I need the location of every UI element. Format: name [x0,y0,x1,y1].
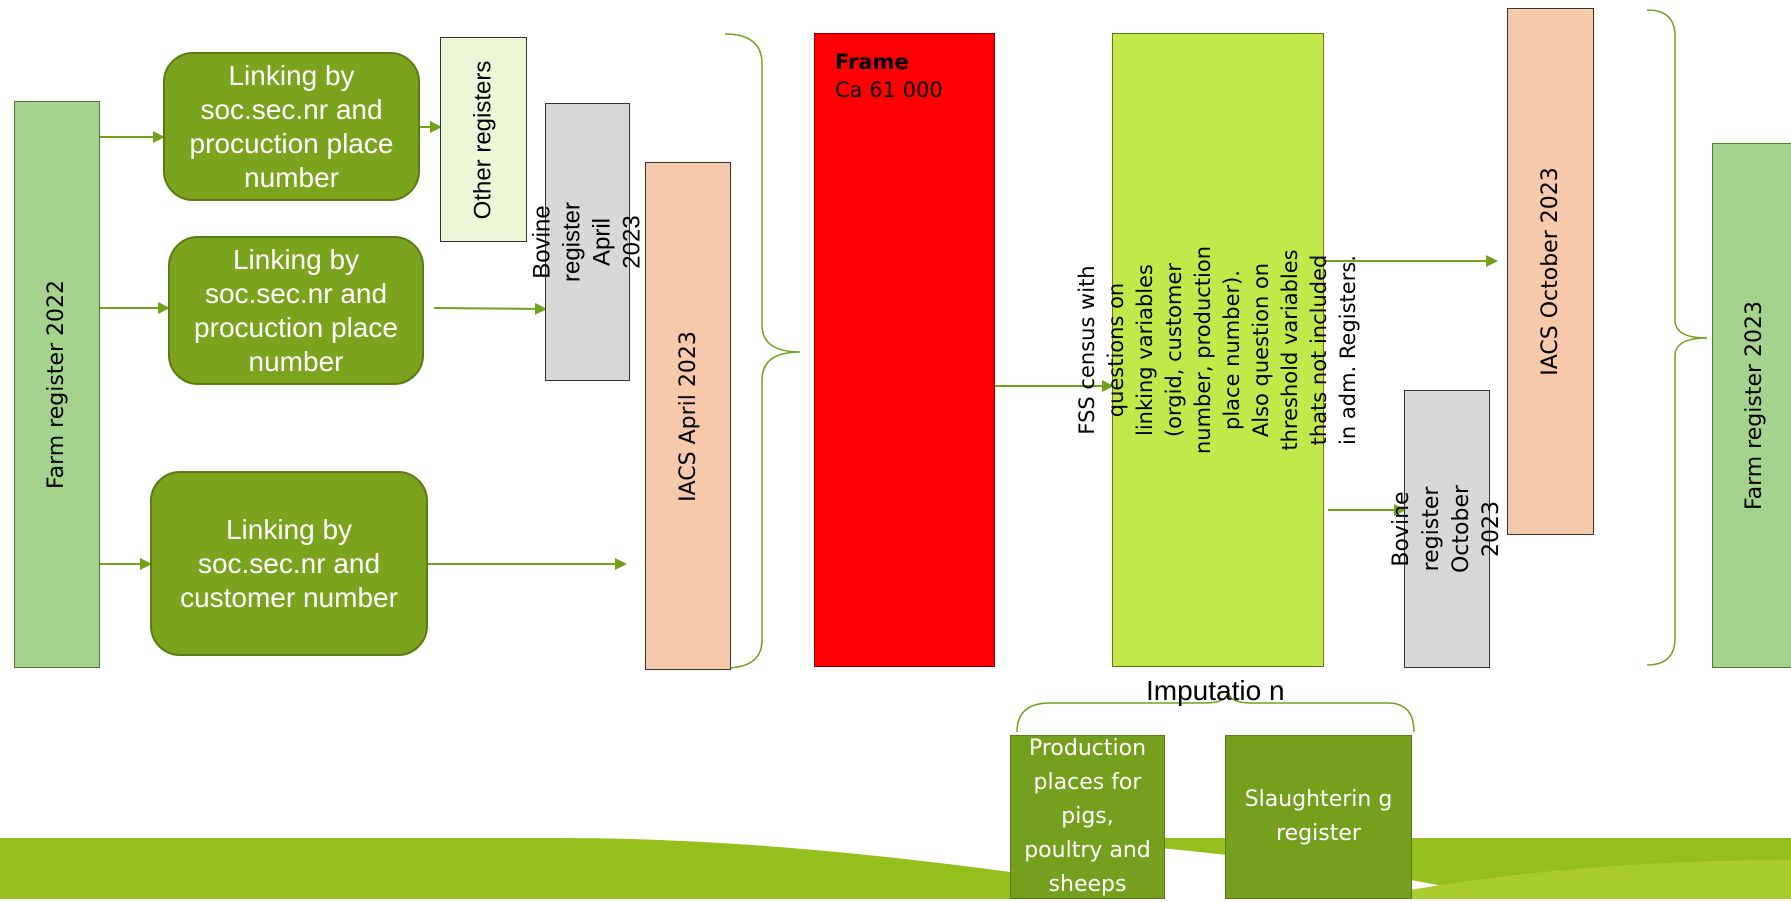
farm-register-2022-box: Farm register 2022 [14,101,100,668]
linking-box-3: Linking by soc.sec.nr and customer numbe… [150,471,428,656]
linking-box-2: Linking by soc.sec.nr and procuction pla… [168,236,424,385]
iacs-april-label: IACS April 2023 [675,330,701,502]
other-registers-box: Other registers [440,37,527,242]
iacs-april-box: IACS April 2023 [645,162,731,670]
fss-census-label: FSS census with questions on linking var… [1075,245,1360,455]
production-places-box: Production places for pigs, poultry and … [1010,735,1165,899]
frame-box: Frame Ca 61 000 [814,33,995,667]
frame-title: Frame [835,50,909,74]
bovine-register-october-box: Bovine register October 2023 [1389,390,1504,668]
farm-register-2023-label: Farm register 2023 [1742,300,1768,511]
fss-census-box: FSS census with questions on linking var… [1075,33,1360,667]
frame-count: Ca 61 000 [835,78,943,102]
imputation-label: Imputatio n [1146,675,1285,706]
linking-box-1: Linking by soc.sec.nr and procuction pla… [163,52,420,201]
farm-register-2022-label: Farm register 2022 [44,279,70,490]
bovine-register-april-box: Bovine register April 2023 [529,103,646,381]
bovine-register-april-label: Bovine register April 2023 [528,201,646,283]
slaughtering-register-box: Slaughterin g register [1225,735,1412,899]
farm-register-2023-box: Farm register 2023 [1712,143,1791,668]
bovine-register-october-label: Bovine register October 2023 [1389,484,1505,574]
iacs-october-label: IACS October 2023 [1538,167,1563,376]
iacs-october-box: IACS October 2023 [1507,8,1594,535]
other-registers-label: Other registers [469,60,497,219]
